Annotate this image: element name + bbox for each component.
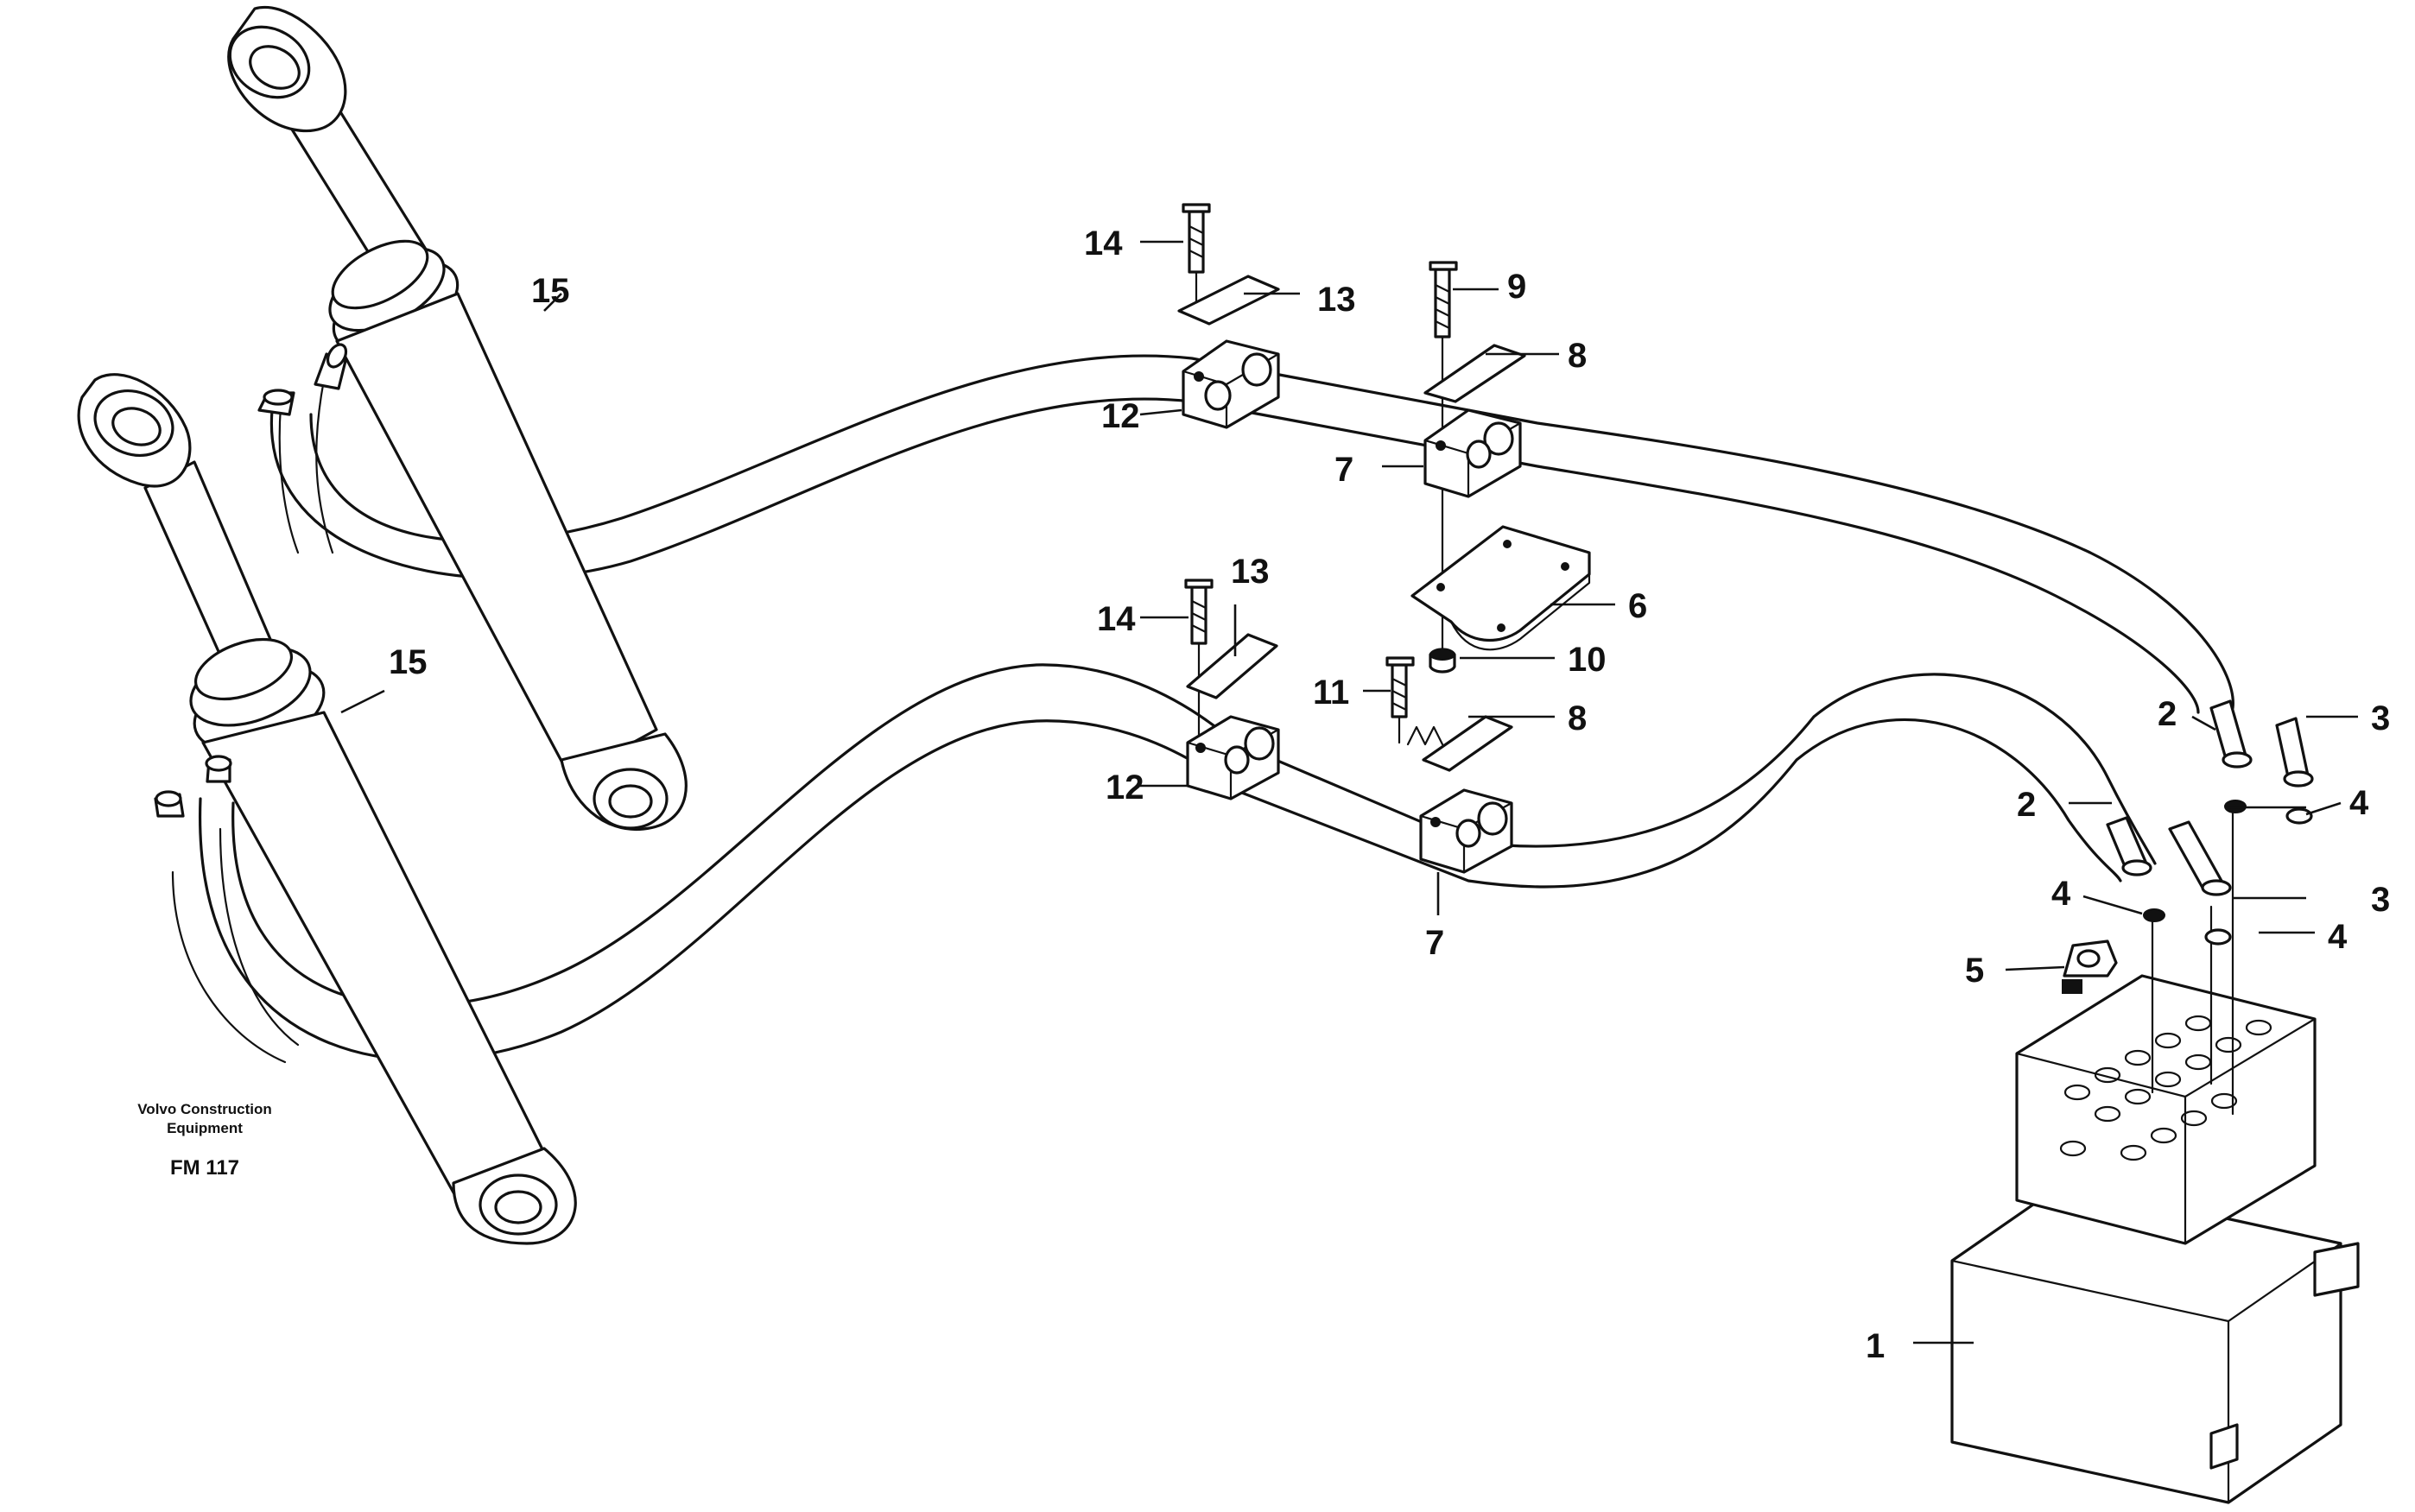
callout-2-lower: 2 [2017,786,2036,824]
callout-6: 6 [1628,587,1647,625]
figure-code: FM 117 [170,1156,239,1180]
control-valve [1950,974,2360,1504]
callout-4-right: 4 [2328,918,2348,956]
callout-12-upper: 12 [1101,397,1140,435]
callout-8-upper: 8 [1568,337,1587,375]
callout-9: 9 [1507,268,1526,306]
callout-15-upper: 15 [531,272,570,310]
clamp-lower-right [1385,656,1513,874]
callout-labels: 15 15 14 13 12 9 8 7 6 14 13 12 11 10 8 … [389,225,2390,1365]
callout-13-lower: 13 [1231,553,1270,591]
callout-3-lower: 3 [2371,881,2390,919]
mounting-plate [1410,525,1591,674]
credit-line-1: Volvo Construction [137,1101,272,1117]
valve-ports [2059,1015,2272,1161]
clamp-upper-left [1177,203,1280,429]
callout-5: 5 [1965,952,1984,990]
leader-lines [340,240,2358,1344]
callout-7-lower: 7 [1425,924,1444,962]
callout-12-lower: 12 [1106,769,1144,807]
hydraulic-cylinder-upper [227,5,688,832]
clamp-upper-right [1423,261,1526,667]
callout-13-upper: 13 [1317,281,1356,319]
callout-3-upper: 3 [2371,699,2390,737]
clamp-lower-left [1184,579,1280,800]
hydraulic-cylinder-lower [77,373,577,1245]
callout-15-lower: 15 [389,643,428,681]
publisher-credit: Volvo Construction Equipment FM 117 [137,1101,272,1180]
callout-14-lower: 14 [1097,600,1136,638]
callout-10: 10 [1568,641,1607,679]
lower-hose [199,663,2157,1062]
credit-line-2: Equipment [167,1120,243,1136]
cylinder-hoses [171,378,334,1064]
callout-1: 1 [1866,1327,1885,1365]
callout-14-upper: 14 [1084,225,1123,263]
hose-fittings [2062,699,2314,1116]
callout-8-lower: 8 [1568,699,1587,737]
callout-2-upper: 2 [2158,695,2177,733]
callout-4-left: 4 [2051,875,2071,913]
callout-7-upper: 7 [1334,451,1353,489]
hose-clip [2062,939,2118,994]
callout-11: 11 [1313,674,1349,712]
callout-4-upper: 4 [2349,784,2369,822]
